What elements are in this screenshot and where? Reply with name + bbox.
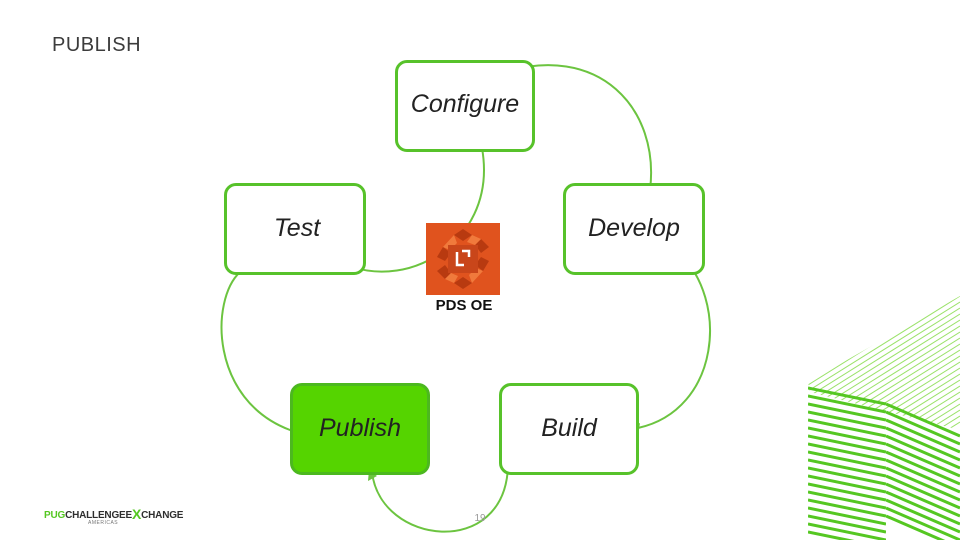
footer-brand-challenge: CHALLENGE [65, 510, 126, 521]
pug-challenge-exchange-logo-icon: PUGCHALLENGEEXCHANGE AMERICAS [44, 506, 184, 530]
footer-brand-e: E [125, 510, 133, 521]
slide-title: PUBLISH [52, 34, 142, 56]
step-build-label: Build [541, 413, 597, 442]
footer-brand-line: PUGCHALLENGEEXCHANGE [44, 506, 184, 522]
page-number: 19 [474, 513, 486, 524]
pds-oe-logo-icon [426, 223, 500, 295]
step-test: Test [224, 183, 366, 275]
footer-brand-pug: PUG [44, 510, 66, 521]
footer-brand-subtitle: AMERICAS [88, 520, 119, 526]
step-develop-label: Develop [588, 213, 680, 242]
arrow-publish-test [220, 271, 291, 431]
center-caption: PDS OE [435, 297, 493, 314]
step-publish-label: Publish [319, 413, 401, 442]
step-build: Build [499, 383, 639, 475]
footer-brand-x: X [131, 506, 142, 522]
arrow-configure-develop [497, 64, 653, 191]
step-test-label: Test [273, 213, 321, 242]
arrow-build-publish [371, 465, 509, 533]
footer-brand-change: CHANGE [141, 510, 184, 521]
step-configure-label: Configure [410, 89, 520, 118]
step-configure: Configure [395, 60, 535, 152]
step-publish: Publish [290, 383, 430, 475]
step-develop: Develop [563, 183, 705, 275]
